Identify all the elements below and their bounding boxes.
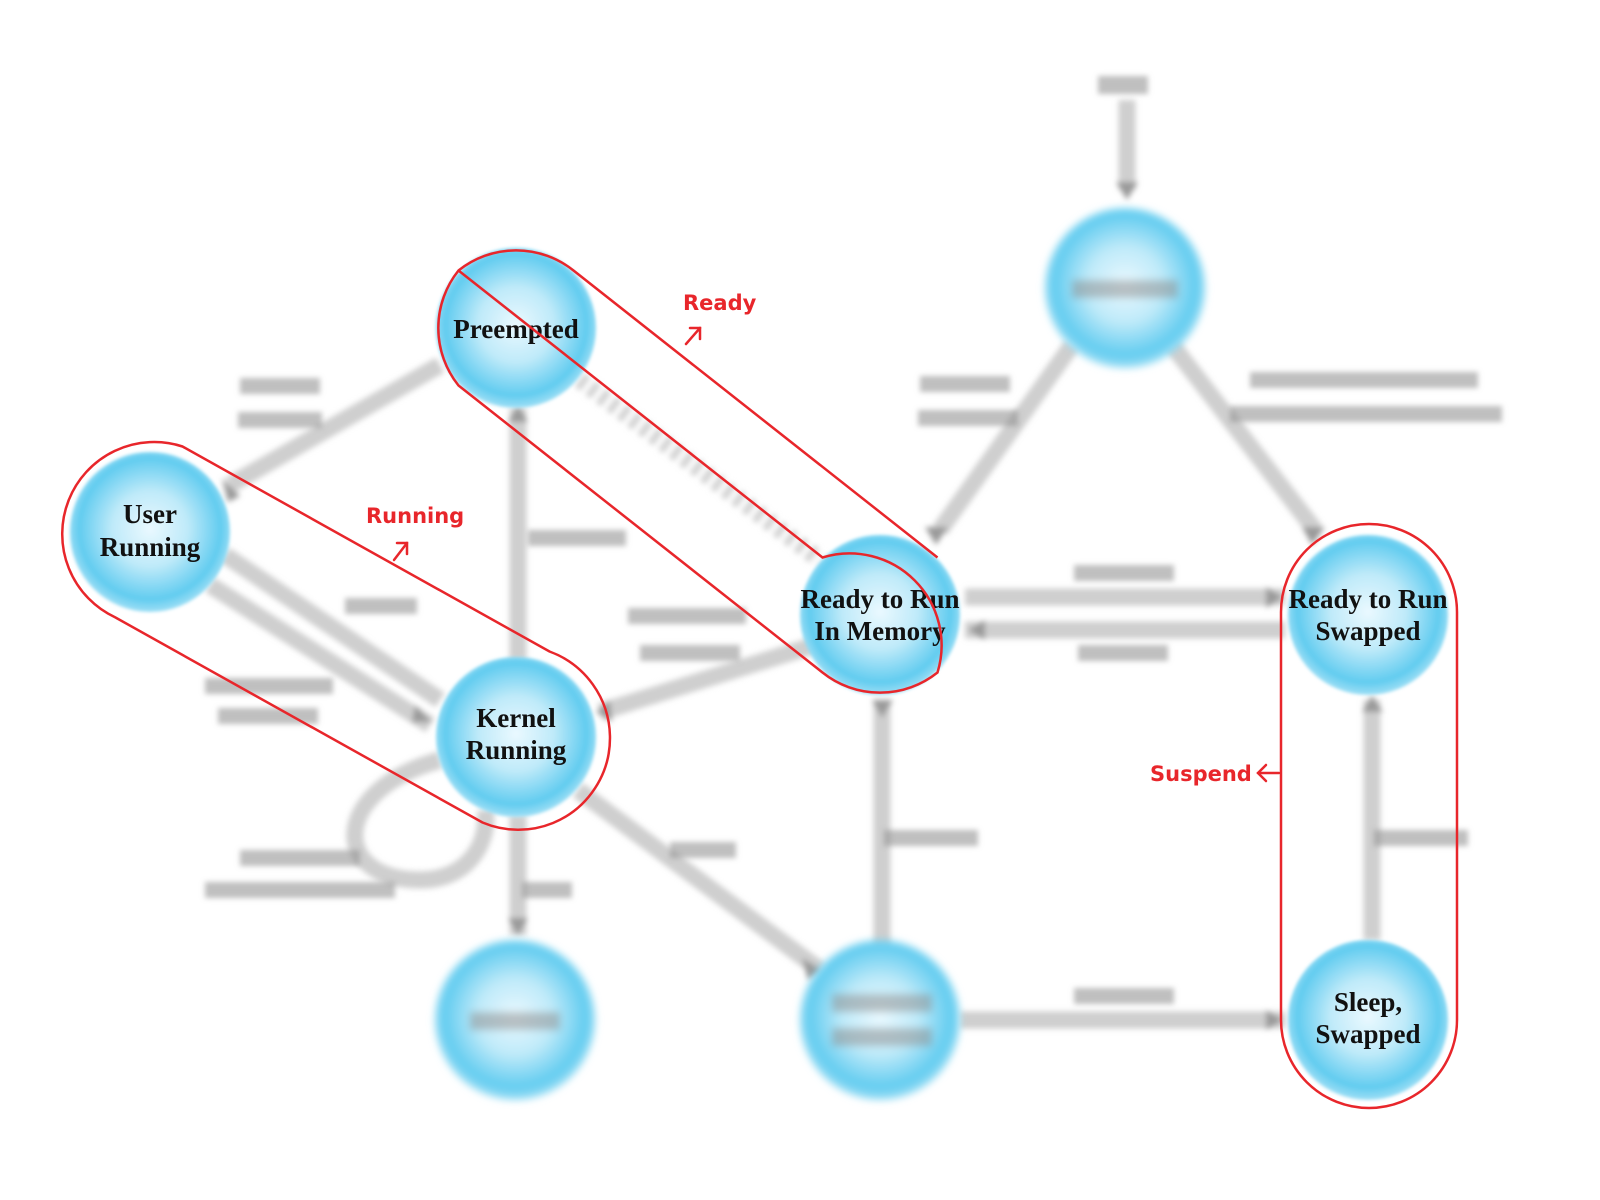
running-annotation-label: Running	[366, 504, 464, 528]
blurred-label-19	[884, 830, 978, 846]
blurred-label-12	[670, 842, 736, 858]
edge-created-to-ready-swapped	[1165, 339, 1322, 536]
running-annotation: Running	[366, 504, 464, 562]
blurred-label-7	[628, 608, 746, 624]
blurred-label-20	[1374, 830, 1468, 846]
state-user-running: User Running	[70, 452, 230, 612]
blurred-label-2	[238, 412, 322, 428]
arrowhead-5	[1266, 1010, 1283, 1030]
blurred-label-4	[345, 598, 417, 614]
user-running-label-line2: Running	[100, 532, 201, 562]
blurred-label-3	[528, 530, 626, 546]
blurred-nodes	[435, 208, 1205, 1100]
transition-edges	[205, 100, 1383, 1030]
blurred-label-6	[218, 708, 318, 724]
node-created-blurred	[1045, 208, 1205, 368]
blurred-label-13	[1074, 565, 1174, 581]
state-sleep-swapped: Sleep, Swapped	[1288, 940, 1448, 1100]
up-right-arrow-icon	[684, 326, 702, 346]
suspend-annotation: Suspend	[1150, 762, 1281, 786]
state-kernel-running: Kernel Running	[436, 657, 596, 817]
suspend-annotation-label: Suspend	[1150, 762, 1252, 786]
arrowhead-created	[1116, 182, 1138, 200]
edge-preempted-to-user-running	[225, 357, 445, 493]
state-preempted: Preempted	[436, 248, 596, 408]
sleep-swapped-label-line2: Swapped	[1315, 1019, 1420, 1049]
blurred-label-17	[1250, 372, 1478, 388]
state-ready-swapped: Ready to Run Swapped	[1288, 535, 1448, 695]
arrowhead-2	[1302, 527, 1325, 545]
blurred-label-14	[1078, 645, 1168, 661]
blurred-label-9	[240, 850, 360, 866]
arrowhead-12	[412, 705, 432, 722]
ready-annotation: Ready	[683, 291, 757, 346]
arrowhead-6	[1362, 695, 1383, 712]
ready-swapped-label-line1: Ready to Run	[1288, 584, 1447, 614]
blurred-label-15	[920, 376, 1010, 392]
suspend-capsule-outline	[1279, 522, 1459, 1110]
blurred-label-11	[522, 882, 572, 898]
edge-user-kernel-a	[220, 547, 445, 708]
user-running-label-line1: User	[123, 499, 177, 529]
edge-kernel-to-ready-memory	[597, 636, 818, 721]
edge-user-kernel-b	[205, 577, 435, 733]
edge-created-to-ready-memory	[933, 340, 1079, 535]
ready-in-memory-label-line2: In Memory	[814, 616, 946, 646]
arrowhead-3	[1266, 587, 1283, 608]
arrowhead-7	[872, 700, 893, 718]
blurred-edge-labels	[205, 76, 1502, 1004]
node-asleep-memory-blurred	[800, 940, 960, 1100]
edge-preempted-ready-dashed	[574, 373, 826, 567]
arrowhead-11	[222, 478, 240, 502]
running-capsule-outline	[60, 440, 612, 832]
kernel-running-label-line1: Kernel	[476, 703, 556, 733]
blurred-label-18	[1230, 406, 1502, 422]
edge-kernel-to-asleep	[572, 783, 826, 977]
left-arrow-icon	[1256, 763, 1281, 783]
preempted-label: Preempted	[453, 314, 578, 344]
blurred-label-21	[1074, 988, 1174, 1004]
up-right-arrow-icon	[392, 541, 409, 562]
highlight-annotations	[60, 249, 1459, 1110]
blurred-label-1	[240, 378, 320, 394]
arrowhead-9	[802, 958, 822, 980]
blurred-label-16	[918, 410, 1018, 426]
edge-kernel-self-loop	[346, 751, 495, 889]
blurred-label-10	[205, 882, 395, 898]
blurred-label-8	[640, 645, 740, 661]
arrowhead-4	[968, 620, 985, 640]
arrowhead-1	[925, 527, 948, 545]
arrowhead-8	[508, 918, 528, 936]
blurred-label-22	[1098, 76, 1148, 94]
arrowhead-10	[508, 405, 528, 422]
ready-capsule-outline	[437, 249, 943, 694]
node-zombie-blurred	[435, 940, 595, 1100]
ready-annotation-label: Ready	[683, 291, 757, 315]
ready-swapped-label-line2: Swapped	[1315, 616, 1420, 646]
kernel-running-label-line2: Running	[466, 735, 567, 765]
sleep-swapped-label-line1: Sleep,	[1334, 987, 1402, 1017]
blurred-label-5	[205, 678, 333, 694]
